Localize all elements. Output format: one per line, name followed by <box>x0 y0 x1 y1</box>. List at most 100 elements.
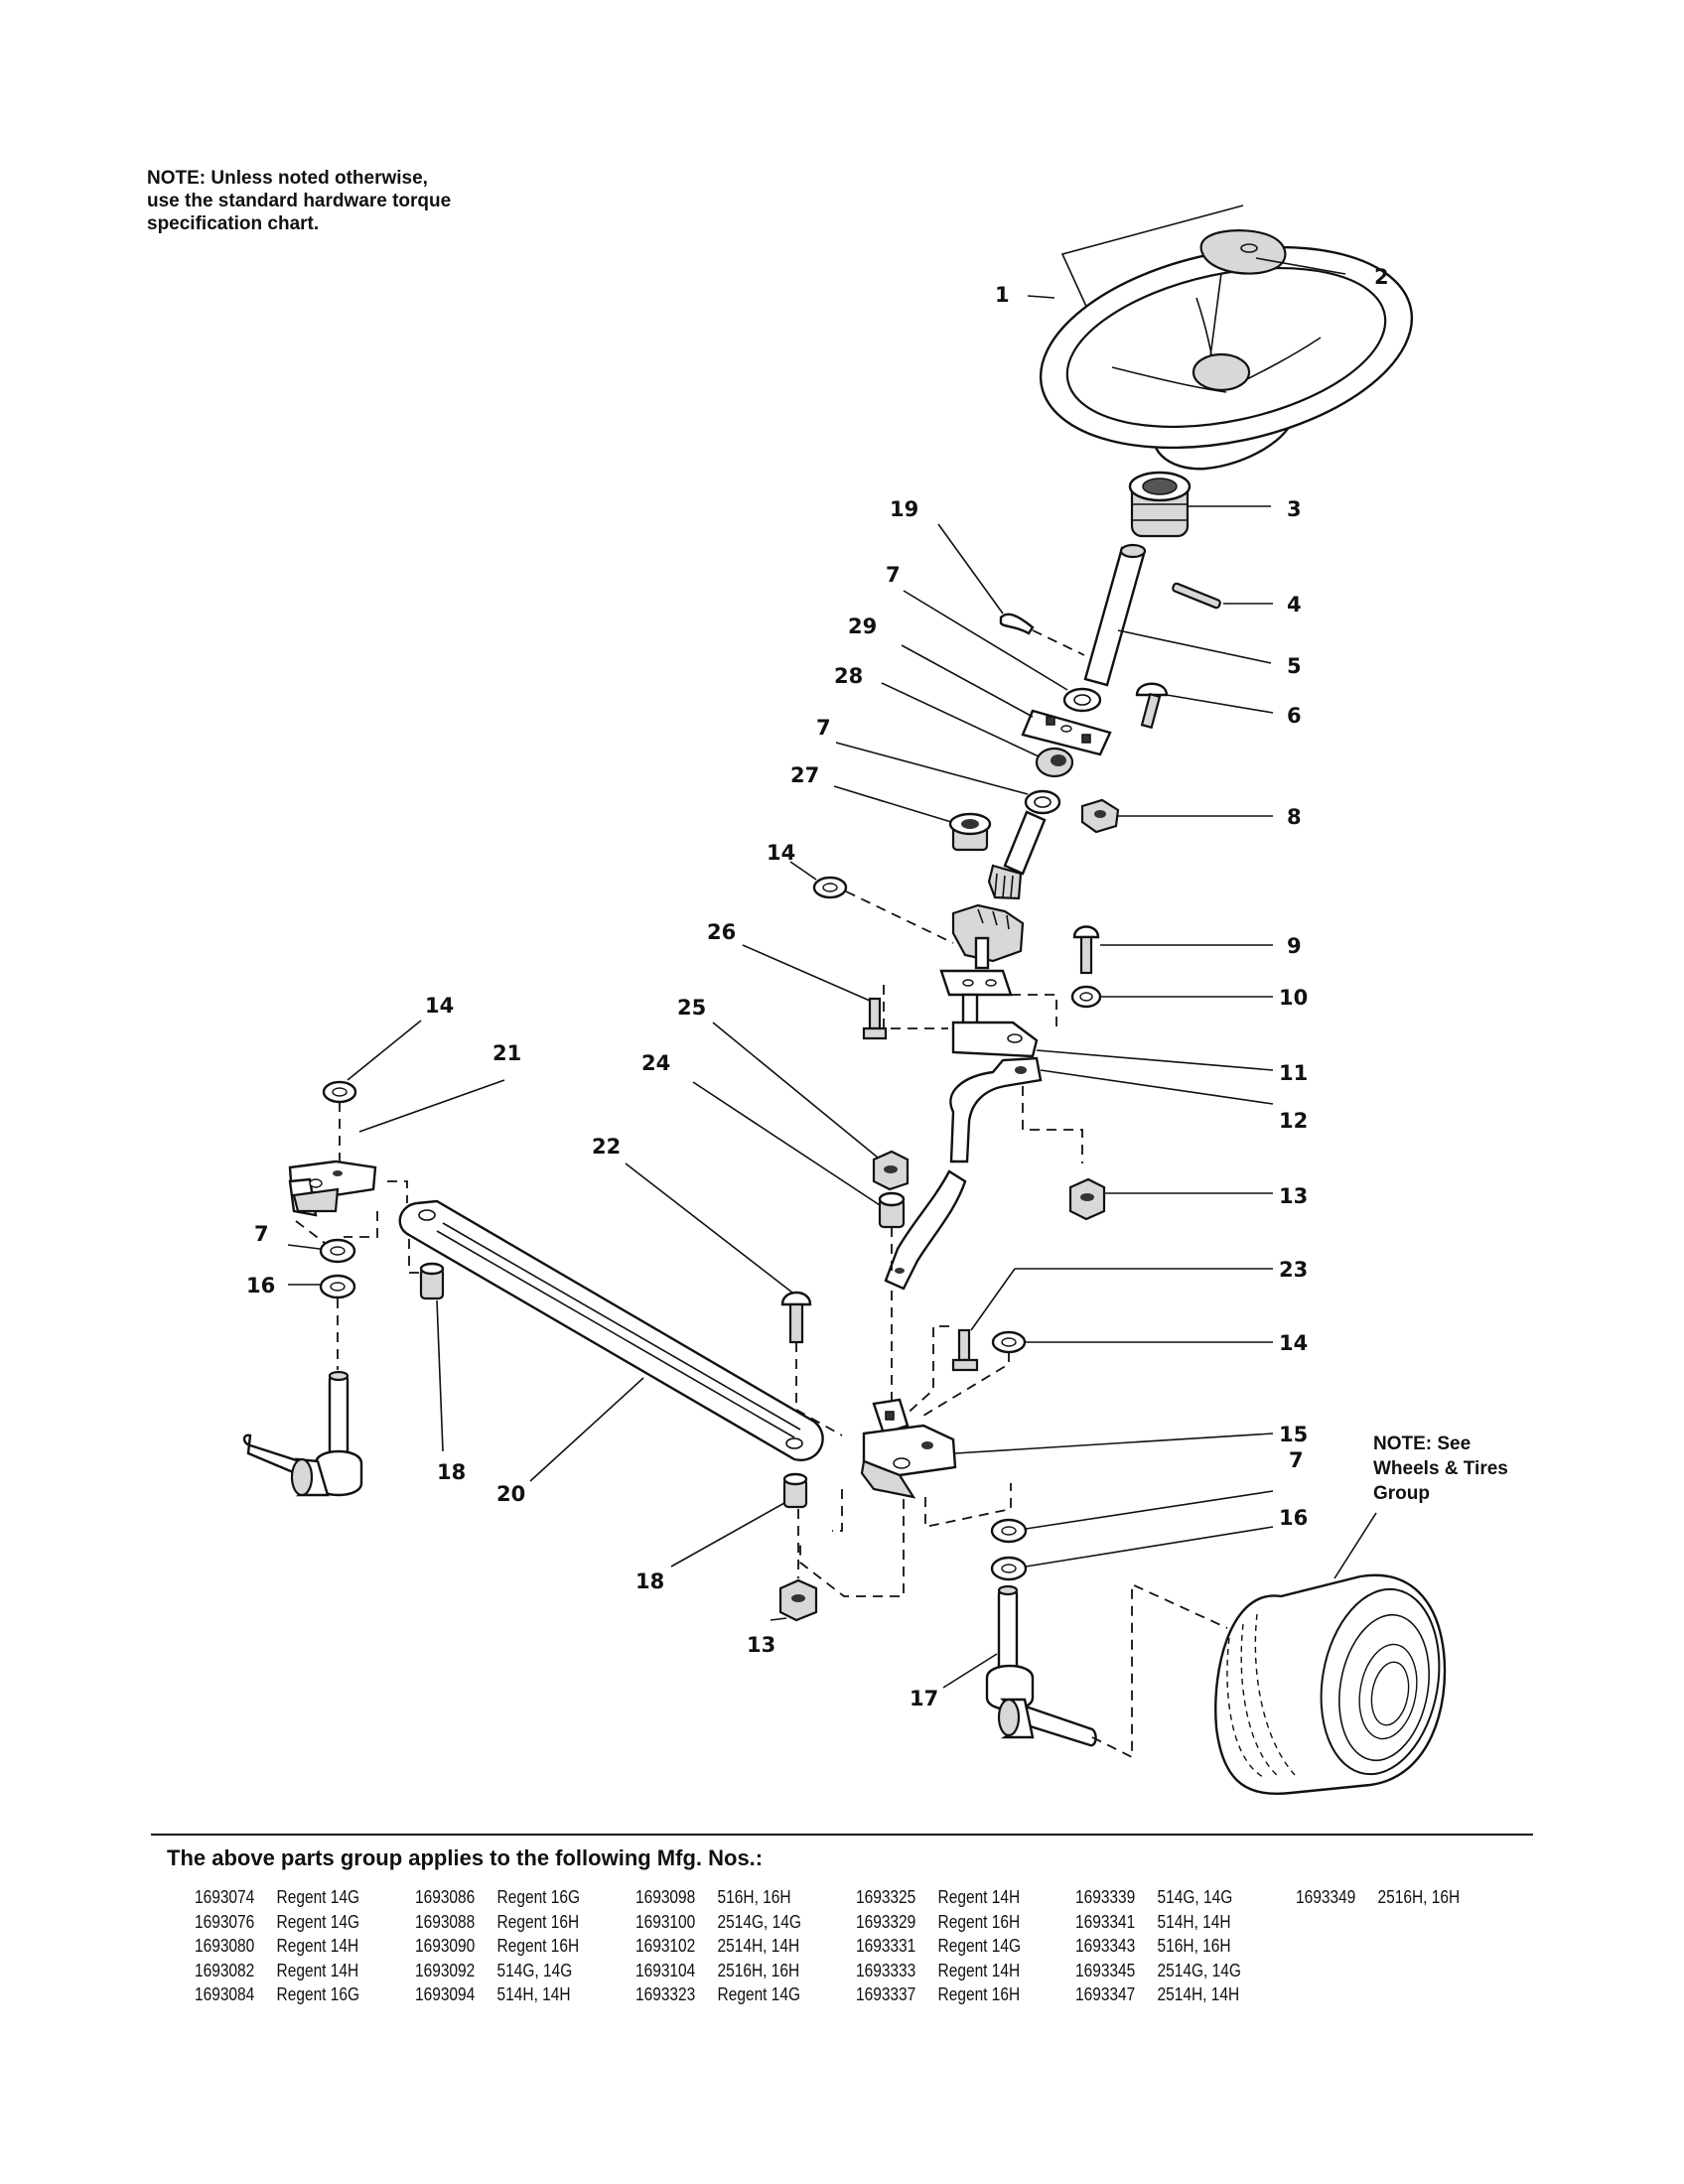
mfg-model: Regent 14G <box>937 1936 1022 1956</box>
callout-27: 27 <box>790 763 819 787</box>
left-washer-16 <box>288 1274 356 1370</box>
right-steering-bracket <box>799 1291 1274 1597</box>
mfg-entry: 1693102 2514H, 14H <box>635 1936 799 1957</box>
mfg-model: Regent 16G <box>496 1887 581 1907</box>
mfg-number: 1693331 <box>856 1936 916 1956</box>
mfg-number: 1693325 <box>856 1887 916 1907</box>
torque-note-line-3: specification chart. <box>147 213 320 234</box>
spacer-18-right <box>670 1472 808 1568</box>
mfg-number: 1693104 <box>635 1960 696 1980</box>
mfg-model: Regent 16H <box>496 1936 580 1956</box>
tie-rod <box>398 1199 824 1482</box>
mfg-model: 514G, 14G <box>496 1960 573 1980</box>
flange-nut-13-lower <box>770 1509 818 1622</box>
wheels-note: NOTE: See Wheels & Tires Group <box>1373 1432 1572 1506</box>
mfg-number: 1693080 <box>195 1936 255 1956</box>
carriage-bolt <box>1072 925 1273 975</box>
mfg-model: Regent 14H <box>276 1960 359 1980</box>
callout-2: 2 <box>1374 265 1389 289</box>
torque-note: NOTE: Unless noted otherwise, use the st… <box>147 167 524 235</box>
callout-14-left: 14 <box>425 994 454 1018</box>
mfg-number: 1693347 <box>1075 1984 1136 2004</box>
callout-29: 29 <box>848 614 877 638</box>
wheel-and-tire <box>1214 1512 1447 1795</box>
callout-25: 25 <box>677 996 706 1020</box>
steering-shaft <box>1083 543 1272 687</box>
lock-washer <box>1070 985 1273 1009</box>
callout-26: 26 <box>707 920 736 944</box>
callout-11: 11 <box>1279 1061 1308 1085</box>
mfg-number: 1693349 <box>1296 1887 1356 1907</box>
mfg-number: 1693088 <box>415 1911 476 1932</box>
left-spindle <box>242 1370 363 1497</box>
callout-6: 6 <box>1287 704 1302 728</box>
mfg-number: 1693343 <box>1075 1936 1136 1956</box>
snap-ring-right <box>922 1330 1273 1417</box>
right-washer-16 <box>990 1526 1274 1581</box>
mfg-model: 514G, 14G <box>1157 1887 1233 1907</box>
torque-note-line-1: NOTE: Unless noted otherwise, <box>147 168 428 189</box>
left-washer-7 <box>287 1238 356 1264</box>
callout-5: 5 <box>1287 654 1302 678</box>
sector-plate <box>883 969 1274 1071</box>
left-steering-bracket <box>288 1079 505 1217</box>
spacer-18-left <box>419 1262 445 1452</box>
steering-bushing <box>1128 471 1271 538</box>
flange-bushing <box>833 785 992 852</box>
wheels-note-line-1: NOTE: See <box>1373 1433 1472 1454</box>
mfg-number: 1693076 <box>195 1911 255 1932</box>
hex-nut-25 <box>712 1022 910 1191</box>
callout-7-left: 7 <box>254 1222 269 1246</box>
callout-7-upper: 7 <box>886 563 901 587</box>
wheels-note-line-2: Wheels & Tires <box>1373 1458 1508 1479</box>
mfg-model: 2514H, 14H <box>717 1936 800 1956</box>
snap-ring-left <box>322 1020 422 1161</box>
callout-20: 20 <box>496 1482 525 1506</box>
callout-18-right: 18 <box>635 1570 664 1593</box>
callout-16-right: 16 <box>1279 1506 1308 1530</box>
mfg-entry: 1693325 Regent 14H <box>856 1887 1020 1908</box>
mfg-number: 1693092 <box>415 1960 476 1980</box>
mfg-number: 1693329 <box>856 1911 916 1932</box>
applies-title: The above parts group applies to the fol… <box>167 1845 764 1870</box>
mfg-model: Regent 14H <box>937 1887 1021 1907</box>
mfg-model: Regent 14H <box>937 1960 1021 1980</box>
mfg-entry: 1693074 Regent 14G <box>195 1887 359 1908</box>
mfg-number: 1693098 <box>635 1887 696 1907</box>
drag-link <box>884 1169 967 1291</box>
mfg-model: 2514G, 14G <box>1157 1960 1241 1980</box>
mfg-number: 1693074 <box>195 1887 255 1907</box>
mfg-model: 514H, 14H <box>1157 1911 1231 1932</box>
callout-1: 1 <box>995 283 1010 307</box>
mfg-number: 1693102 <box>635 1936 696 1956</box>
shaft-bolt <box>1135 682 1274 730</box>
mfg-entry: 1693092 514G, 14G <box>415 1961 572 1981</box>
roll-pin <box>1172 582 1273 610</box>
right-washer-7 <box>990 1490 1274 1544</box>
cotter-pin <box>937 523 1085 656</box>
mfg-model: Regent 14G <box>276 1887 360 1907</box>
spacer-24 <box>692 1081 906 1229</box>
pinion-gear <box>987 810 1047 900</box>
mfg-model: 2516H, 16H <box>717 1960 800 1980</box>
mfg-entry: 1693104 2516H, 16H <box>635 1961 799 1981</box>
callout-7-middle: 7 <box>816 716 831 740</box>
mfg-number: 1693094 <box>415 1984 476 2004</box>
mfg-model: Regent 16H <box>937 1984 1021 2004</box>
mfg-entry: 1693331 Regent 14G <box>856 1936 1021 1957</box>
callout-7-right: 7 <box>1289 1448 1304 1472</box>
callout-17: 17 <box>910 1687 938 1710</box>
mfg-model: 514H, 14H <box>496 1984 571 2004</box>
